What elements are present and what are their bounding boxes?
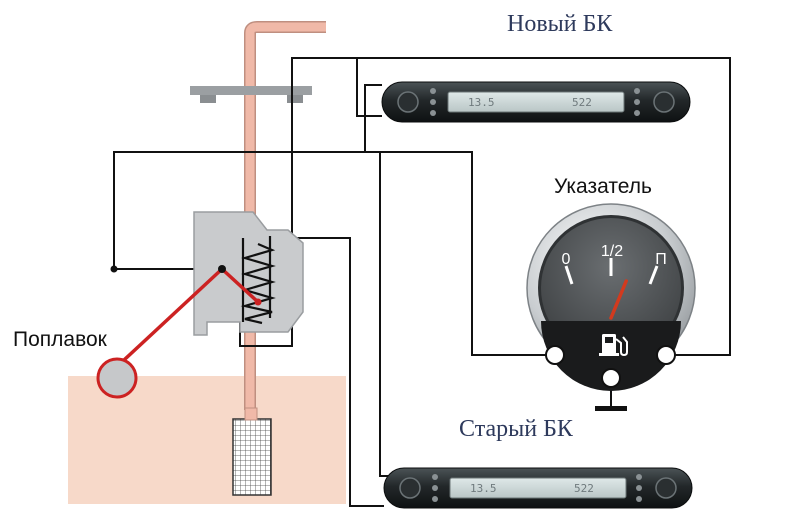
gauge-needle bbox=[609, 279, 628, 320]
old-trip-computer-label: Старый БК bbox=[459, 416, 573, 442]
gauge-mark-empty: 0 bbox=[562, 251, 571, 268]
fuel-pump-icon bbox=[599, 334, 628, 357]
gauge-terminal-right bbox=[656, 345, 676, 365]
old-bk-left-readout: 13.5 bbox=[470, 482, 497, 495]
fuel-pipe bbox=[244, 21, 326, 410]
gauge-mark-full: П bbox=[655, 251, 667, 268]
new-trip-computer-label: Новый БК bbox=[507, 11, 613, 37]
old-trip-computer: 13.5 522 bbox=[383, 467, 693, 509]
new-trip-computer: 13.5 522 bbox=[381, 81, 691, 123]
resistive-coil bbox=[240, 236, 276, 325]
gauge-terminal-left bbox=[545, 345, 565, 365]
mounting-flange bbox=[190, 86, 312, 103]
old-bk-right-readout: 522 bbox=[574, 482, 594, 495]
fuel-gauge: 0 1/2 П bbox=[526, 203, 696, 391]
gauge-tick-empty bbox=[564, 265, 574, 285]
ground-symbol bbox=[595, 406, 627, 411]
gauge-tick-full bbox=[648, 265, 659, 285]
fuel-strainer bbox=[232, 418, 272, 496]
float-arm bbox=[122, 265, 262, 362]
new-bk-right-readout: 522 bbox=[572, 96, 592, 109]
gauge-mark-half: 1/2 bbox=[601, 243, 623, 260]
gauge-terminal-bottom bbox=[601, 368, 621, 388]
float bbox=[96, 357, 138, 399]
float-label: Поплавок bbox=[13, 328, 107, 351]
gauge-label: Указатель bbox=[554, 175, 652, 198]
new-bk-left-readout: 13.5 bbox=[468, 96, 495, 109]
